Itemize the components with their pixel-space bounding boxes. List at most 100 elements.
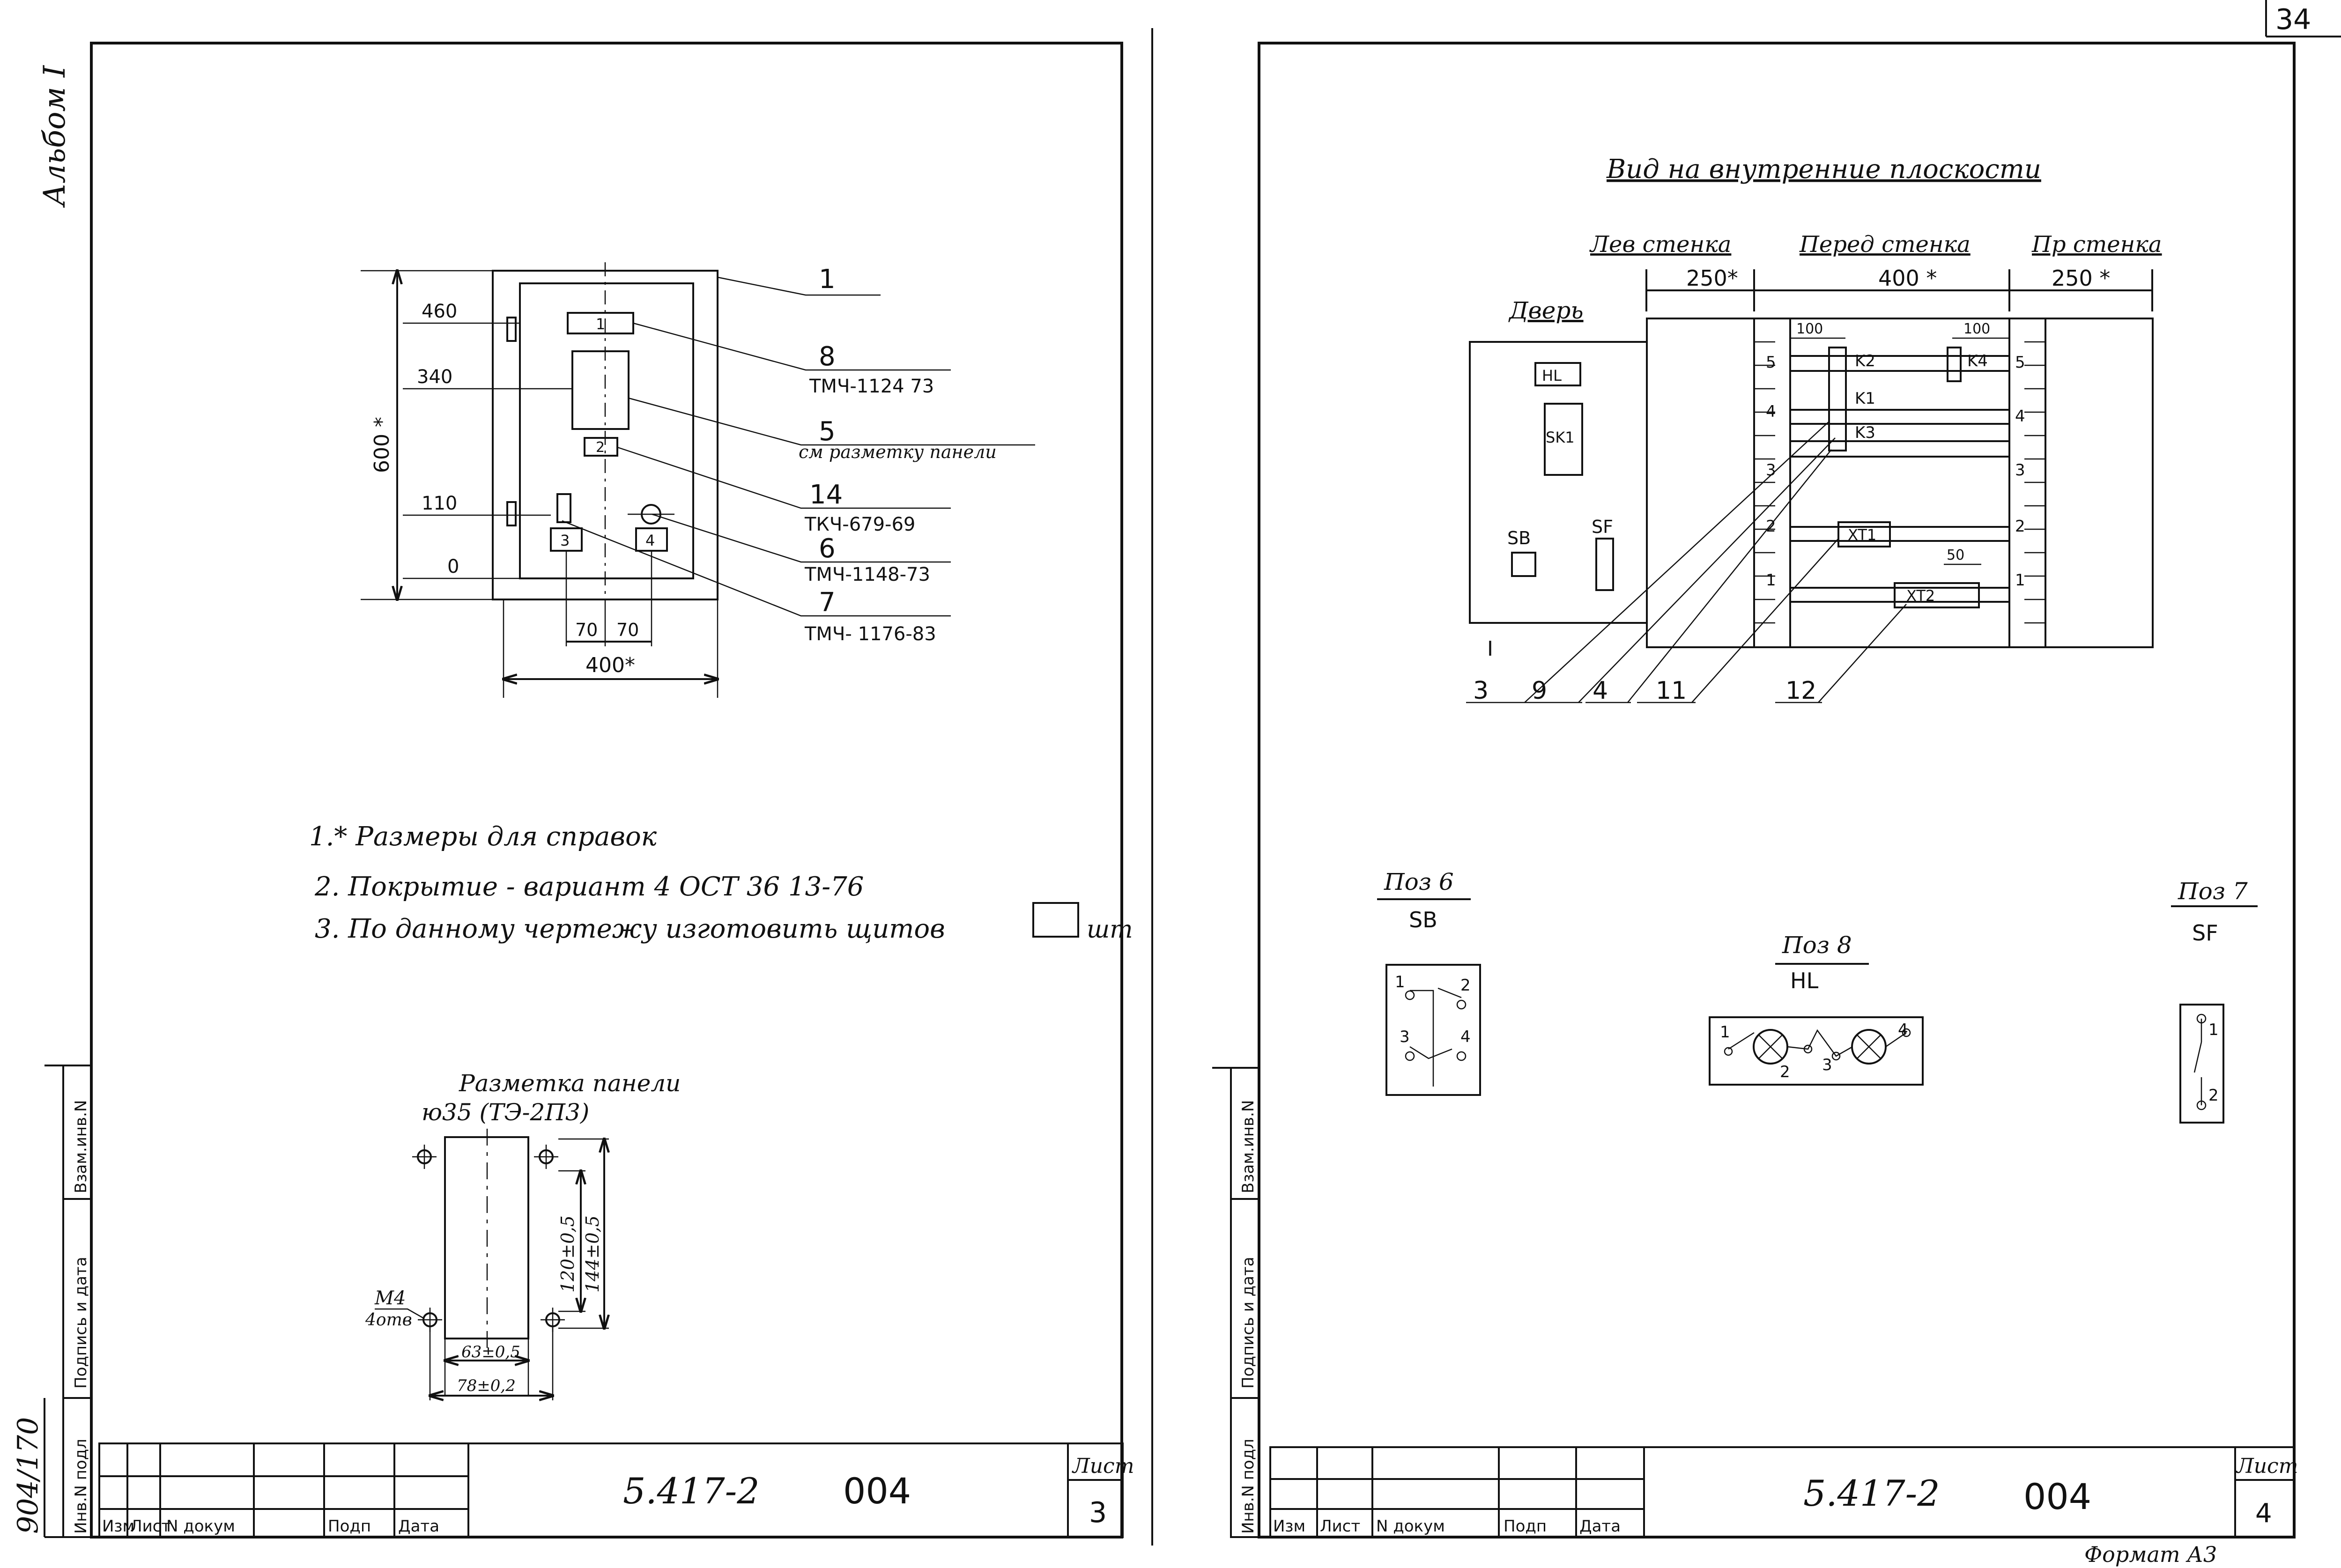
view-title: Вид на внутренние плоскости: [1606, 154, 2041, 185]
wall-right-dim: 250 *: [2052, 266, 2110, 291]
dim-63: 63±0,5: [461, 1343, 520, 1361]
device-k4: K4: [1967, 352, 1988, 370]
inventory-number: 904/170: [12, 1417, 44, 1534]
callout-3: 3: [1473, 677, 1489, 705]
left-side-strip: Инв.N подл Подпись и дата Взам.инв.N 904…: [12, 1065, 92, 1538]
rtb-head-date: Дата: [1579, 1517, 1621, 1536]
rail-right-3: 3: [2015, 461, 2025, 480]
pos6-body: [1385, 964, 1481, 1096]
right-sheet: Инв.N подл Подпись и дата Взам.инв.N Вид…: [1212, 42, 2298, 1567]
level-340: 340: [417, 366, 452, 388]
right-side-label-replace: Взам.инв.N: [1239, 1100, 1258, 1193]
relay-k4: [1947, 347, 1962, 382]
callout-ref-8: ТМЧ-1124 73: [809, 376, 934, 397]
pos6-diagram: Поз 6 SB 1 2 3 4: [1377, 868, 1481, 1096]
right-side-label-inv: Инв.N подл: [1239, 1439, 1258, 1534]
dim-144: 144±0,5: [582, 1215, 603, 1293]
door-sf-label: SF: [1592, 517, 1613, 537]
callout-pos-14: 14: [809, 480, 843, 510]
callout-4: 4: [1593, 677, 1608, 705]
rtb-sheet-label: Лист: [2236, 1454, 2298, 1478]
wall-left-dim: 250*: [1686, 266, 1738, 291]
wall-left-name: Лев стенка: [1589, 231, 1731, 258]
wall-front-name: Перед стенка: [1799, 231, 1971, 258]
door-sk1-device: [1544, 403, 1583, 476]
width-70-right: 70: [616, 620, 639, 640]
rail-left-3: 3: [1766, 461, 1776, 480]
wall-right-name: Пр стенка: [2031, 231, 2162, 258]
rtb-doc-suffix: 004: [2023, 1476, 2091, 1517]
wall-front-dim: 400 *: [1878, 266, 1937, 291]
tb-head-date: Дата: [398, 1517, 439, 1536]
note-3-unit: шт: [1087, 916, 1133, 944]
tb-head-sign: Подп: [328, 1517, 371, 1536]
pos8-c4: 4: [1898, 1021, 1908, 1039]
device-slot-2: [584, 437, 618, 457]
slot-mark-3: 3: [560, 532, 570, 549]
tb-head-izm: Изм: [102, 1517, 134, 1536]
device-slot-5: [571, 350, 630, 430]
page-number-tab: 34: [2265, 0, 2341, 37]
pos8-diagram: Поз 8 HL 1 2 3 4: [1709, 932, 1924, 1086]
pos6-c2: 2: [1460, 976, 1471, 995]
album-label: Альбом I: [37, 65, 72, 208]
panel-door: [519, 282, 694, 579]
hole-count: 4отв: [365, 1310, 412, 1330]
rtb-head-sign: Подп: [1504, 1517, 1547, 1536]
door-sk1-label: SK1: [1546, 429, 1575, 446]
rtb-sheet-number: 4: [2255, 1498, 2272, 1529]
callout-11: 11: [1656, 677, 1687, 705]
level-0: 0: [447, 556, 459, 577]
door-marker: I: [1487, 637, 1493, 661]
panel-marking-title: Разметка панели: [459, 1070, 681, 1097]
device-xt1: XT1: [1848, 526, 1876, 544]
rtb-head-doc: N докум: [1376, 1517, 1445, 1536]
callout-ref-14: ТКЧ-679-69: [804, 514, 915, 535]
dim-100-right: 100: [1963, 321, 1990, 337]
rtb-head-izm: Изм: [1273, 1517, 1305, 1536]
door-hl-lamp: [1534, 362, 1581, 386]
callout-9: 9: [1532, 677, 1547, 705]
device-k3: K3: [1855, 423, 1875, 442]
slot-mark-2: 2: [596, 439, 605, 456]
left-frame: [90, 42, 1123, 1538]
dim-50: 50: [1947, 547, 1964, 563]
device-xt2: XT2: [1906, 587, 1935, 605]
pos8-c3: 3: [1822, 1056, 1832, 1074]
rtb-head-list: Лист: [1320, 1517, 1360, 1536]
left-callouts: 1 8 ТМЧ-1124 73 5 см разметку панели 14 …: [799, 264, 997, 645]
quantity-box: [1032, 902, 1079, 938]
pos7-c1: 1: [2208, 1021, 2219, 1039]
level-460: 460: [422, 301, 457, 322]
door-label: Дверь: [1508, 297, 1584, 324]
callout-ref-5: см разметку панели: [799, 442, 997, 462]
note-1: 1.* Размеры для справок: [309, 821, 657, 852]
rail-left-1: 1: [1766, 571, 1776, 590]
side-label-sign: Подпись и дата: [72, 1257, 90, 1389]
rail-right-5: 5: [2015, 353, 2025, 372]
page-number: 34: [2275, 3, 2311, 36]
tb-head-doc: N докум: [166, 1517, 235, 1536]
panel-marking: Разметка панели ю35 (ТЭ-2П3) 120±0,5 144…: [365, 1070, 681, 1400]
format-label: Формат А3: [2084, 1542, 2217, 1567]
rail-right-1: 1: [2015, 571, 2025, 590]
left-sheet: Альбом I Инв.N подл Подпись и дата Взам.…: [12, 28, 1153, 1546]
pos7-body: [2179, 1004, 2224, 1124]
pos7-c2: 2: [2208, 1086, 2219, 1105]
slot-mark-1: 1: [596, 315, 605, 333]
tb-sheet-number: 3: [1089, 1496, 1107, 1529]
callout-pos-7: 7: [819, 587, 836, 618]
pos8-body: [1709, 1016, 1924, 1086]
cabinet-outline: [1646, 318, 2154, 648]
rail-left-5: 5: [1766, 353, 1776, 372]
pos6-c3: 3: [1400, 1028, 1410, 1046]
pos8-label: HL: [1790, 968, 1819, 993]
tb-sheet-label: Лист: [1072, 1454, 1134, 1478]
hole-thread: М4: [374, 1287, 406, 1309]
button-symbol: [556, 493, 571, 523]
pos6-c4: 4: [1460, 1028, 1471, 1046]
pos8-c1: 1: [1720, 1023, 1730, 1042]
pos6-title: Поз 6: [1384, 868, 1454, 895]
callout-pos-8: 8: [819, 341, 836, 372]
